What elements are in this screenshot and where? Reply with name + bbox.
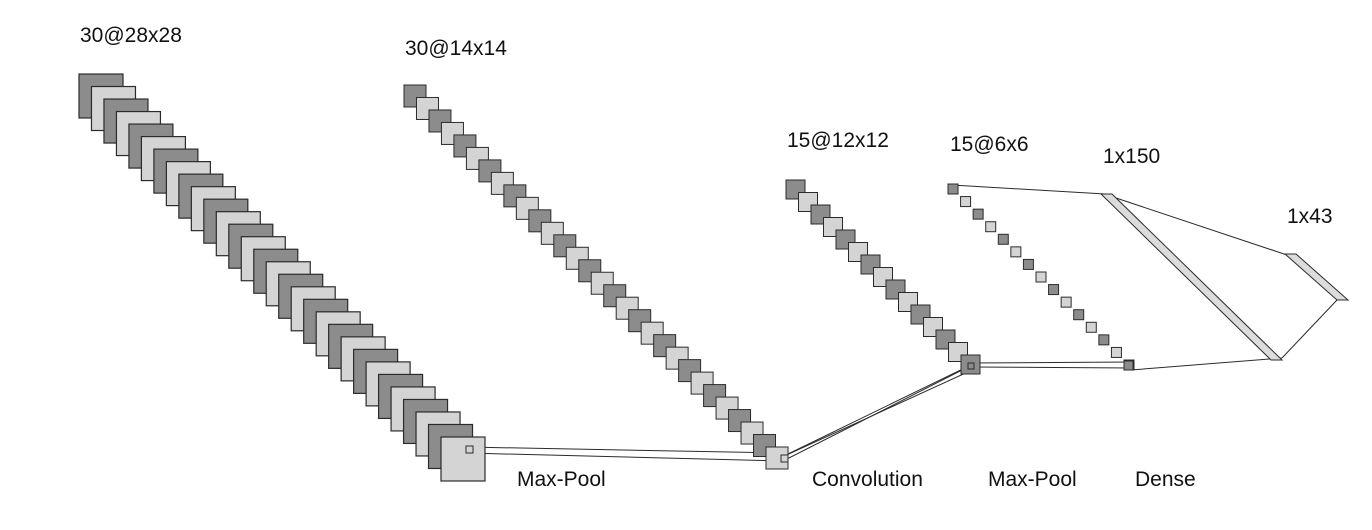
layer-label-conv2: 15@12x12 <box>787 129 889 152</box>
op-label-maxpool-2: Max-Pool <box>988 468 1077 491</box>
connection-line <box>785 362 976 456</box>
feature-map <box>1098 334 1110 346</box>
feature-map <box>765 446 789 470</box>
feature-map <box>972 208 984 220</box>
feature-map <box>1085 321 1097 333</box>
connection-line <box>972 366 1134 369</box>
feature-map <box>1035 271 1047 283</box>
receptive-field-square <box>967 362 975 370</box>
feature-map <box>960 196 972 208</box>
receptive-field-square <box>1123 360 1134 371</box>
feature-map <box>1110 346 1122 358</box>
connection-line <box>779 370 971 459</box>
connection-line <box>465 446 784 454</box>
connection-line <box>969 361 1132 364</box>
layer-label-dense2: 1x43 <box>1287 205 1333 228</box>
connection-line <box>465 452 784 462</box>
feature-map <box>960 354 981 375</box>
feature-map <box>1022 258 1034 270</box>
dense-bar-1x43 <box>1283 253 1350 301</box>
feature-map <box>440 436 486 482</box>
op-label-dense: Dense <box>1135 468 1196 491</box>
connection-line <box>1130 357 1283 371</box>
layer-label-pool2: 15@6x6 <box>950 133 1029 156</box>
op-label-convolution: Convolution <box>812 468 923 491</box>
feature-map <box>1073 309 1085 321</box>
receptive-field-markers <box>465 360 1134 463</box>
layer-label-dense1: 1x150 <box>1103 145 1161 168</box>
feature-map <box>997 233 1009 245</box>
layer-label-pool1: 30@14x14 <box>405 37 507 60</box>
receptive-field-square <box>780 454 789 463</box>
dense-bar-1x150 <box>1099 193 1284 361</box>
layer-label-conv1: 30@28x28 <box>80 24 182 47</box>
feature-map <box>985 221 997 233</box>
feature-map <box>1060 296 1072 308</box>
feature-map <box>1010 246 1022 258</box>
stack-15x12x12 <box>785 179 981 375</box>
feature-map <box>947 183 959 195</box>
stack-30x14x14 <box>403 84 789 470</box>
feature-map <box>1048 284 1060 296</box>
connection-lines <box>465 184 1338 462</box>
stack-15x6x6 <box>947 183 1135 371</box>
connection-line <box>1103 193 1288 256</box>
receptive-field-square <box>465 445 474 454</box>
connection-line <box>1281 299 1338 359</box>
stack-30x28x28 <box>78 73 486 482</box>
op-label-maxpool-1: Max-Pool <box>517 468 606 491</box>
connection-line <box>951 184 1106 195</box>
